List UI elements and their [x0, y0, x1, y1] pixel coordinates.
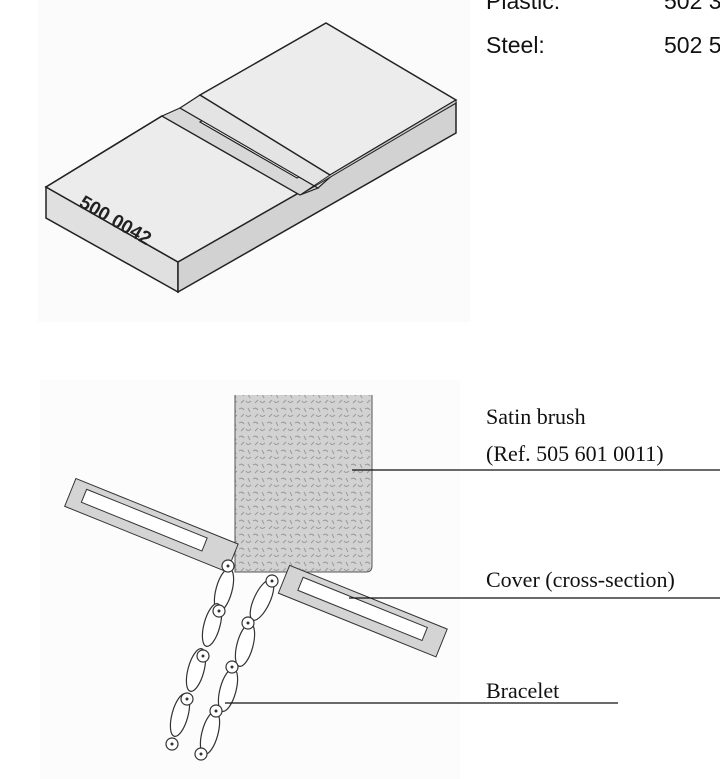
material-label-steel: Steel:: [486, 32, 545, 58]
satin-brush-diagram: [40, 380, 460, 779]
cover-label: Cover (cross-section): [486, 567, 675, 592]
bracelet-label: Bracelet: [486, 678, 560, 703]
material-ref-plastic: 502 3: [664, 0, 720, 14]
material-ref-steel: 502 5: [664, 32, 720, 58]
brush-label: Satin brush: [486, 404, 586, 429]
brush-ref: (Ref. 505 601 0011): [486, 441, 664, 466]
material-label-plastic: Plastic:: [486, 0, 561, 14]
polishing-tool-illustration: [38, 0, 470, 322]
